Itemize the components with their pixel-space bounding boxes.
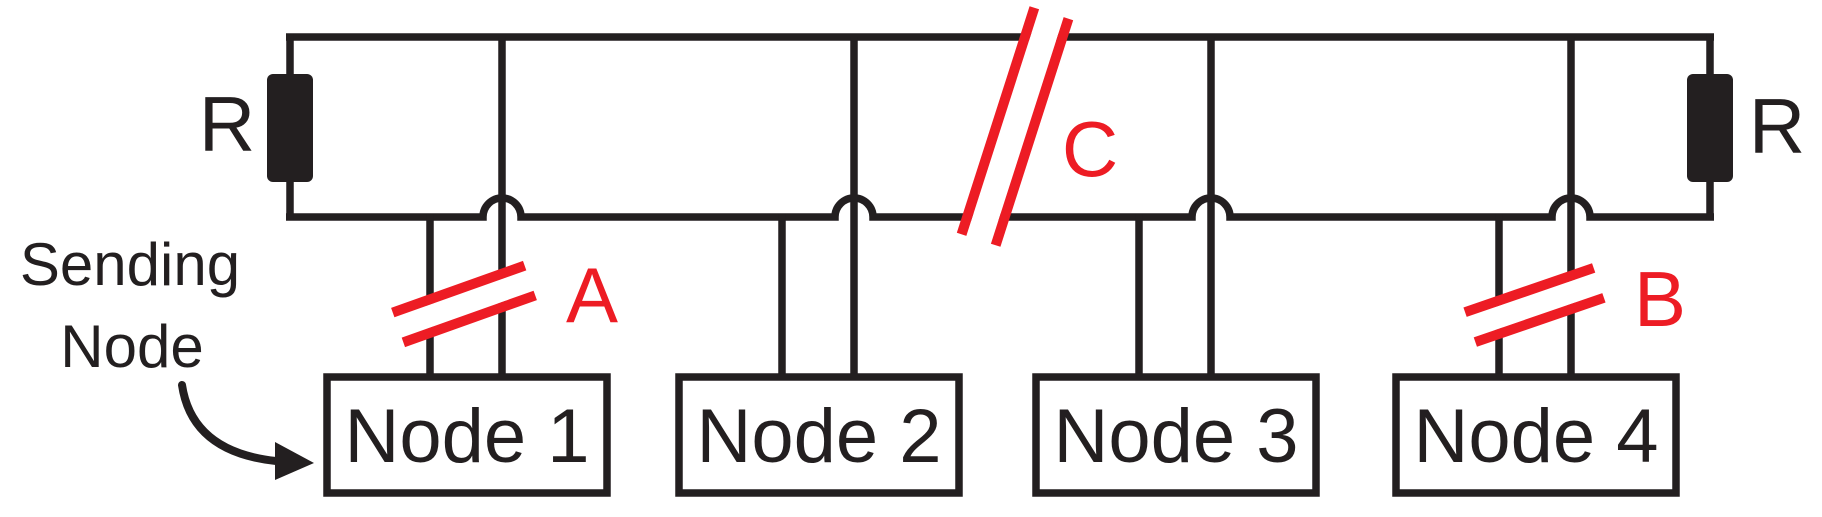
sending-node-arrow-curve [178, 381, 280, 465]
bus-bottom-wire [286, 194, 1714, 221]
node1-box [323, 373, 611, 497]
break-a-slash-2-icon [401, 290, 537, 348]
left-terminator-resistor [267, 74, 313, 182]
break-c-slash-1-icon [956, 6, 1040, 236]
break-a-gap [394, 270, 534, 338]
break-b-marks [1463, 263, 1606, 347]
sending-node-label-line2: Node [60, 313, 203, 380]
break-a-marks [391, 260, 537, 348]
node2-label: Node 2 [696, 394, 941, 479]
node4-box [1392, 373, 1680, 497]
node1-label: Node 1 [344, 394, 589, 479]
left-terminator-label: R [199, 80, 255, 168]
sending-node-label-line1: Sending [20, 231, 240, 298]
break-b-slash-1-icon [1463, 263, 1596, 317]
right-terminator-label: R [1749, 82, 1805, 170]
break-a-label: A [566, 251, 618, 339]
break-b-gap [1466, 272, 1603, 338]
break-c-slash-2-icon [990, 17, 1074, 247]
node4-label: Node 4 [1413, 394, 1658, 479]
node3-label: Node 3 [1053, 394, 1298, 479]
break-b-label: B [1634, 255, 1686, 343]
break-a-slash-1-icon [391, 260, 527, 318]
break-c-gap [966, 9, 1064, 244]
right-terminator-resistor [1687, 74, 1733, 182]
node2-box [675, 373, 963, 497]
break-b-slash-2-icon [1473, 293, 1606, 347]
sending-node-arrow-head-icon [275, 442, 314, 480]
break-c-label: C [1062, 105, 1118, 193]
break-c-marks [956, 6, 1074, 247]
node3-box [1032, 373, 1320, 497]
